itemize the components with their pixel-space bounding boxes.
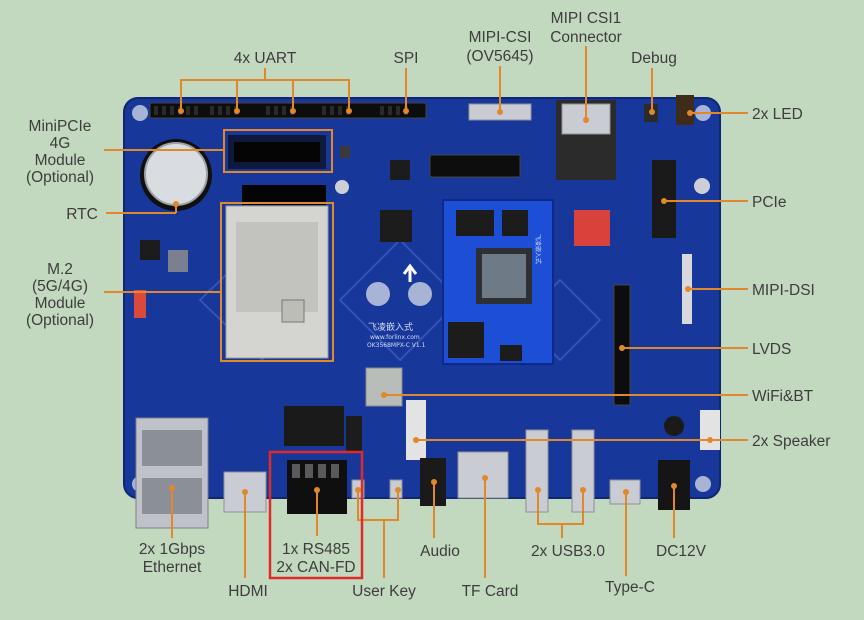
label-m2: M.2 [47,261,73,278]
minipcie-slot [228,135,326,169]
capacitor [335,180,349,194]
dip-switch [574,210,610,246]
label-mipi-csi1-sub: Connector [550,29,622,46]
label-mipi-csi-sub: (OV5645) [466,48,533,65]
label-tf-card: TF Card [462,583,519,600]
uart-spi-header [150,103,426,118]
label-rs485: 1x RS485 [282,541,350,558]
label-minipcie-optional: (Optional) [26,169,94,186]
label-mipi-csi: MIPI-CSI [469,29,532,46]
label-m2-5g: (5G/4G) [32,278,88,295]
led-module [676,95,694,125]
tf-card-slot [458,452,508,498]
label-can-fd: 2x CAN-FD [276,559,355,576]
capacitor [664,416,684,436]
label-audio: Audio [420,543,460,560]
capacitor [694,178,710,194]
chip [390,160,410,180]
chip [346,416,362,452]
label-spi: SPI [394,50,419,67]
speaker-connector [700,410,720,450]
label-minipcie: MiniPCIe [29,118,92,135]
dip-switch [134,290,146,318]
label-ethernet-sub: Ethernet [143,559,202,576]
label-type-c: Type-C [605,579,655,596]
chip [380,210,412,242]
mounting-hole [695,476,711,492]
chip-array [284,406,344,446]
board-site: www.forlinx.com [370,334,420,341]
label-hdmi: HDMI [228,583,268,600]
label-pcie: PCIe [752,194,786,211]
label-dc12v: DC12V [656,543,707,560]
label-user-key: User Key [352,583,416,600]
board-brand: 飞凌嵌入式 [368,321,413,333]
chip [140,240,160,260]
label-lvds: LVDS [752,341,791,358]
label-debug: Debug [631,50,677,67]
label-rtc: RTC [66,206,98,223]
board-model: OK3568MPX-C V1.1 [367,342,426,349]
m2-module [226,185,328,358]
mounting-hole [132,105,148,121]
label-minipcie-4g: 4G [50,135,71,152]
label-m2-module: Module [35,295,86,312]
label-minipcie-module: Module [35,152,86,169]
wifi-module [366,368,402,406]
label-uart: 4x UART [234,50,297,67]
label-speaker: 2x Speaker [752,433,830,450]
label-usb3: 2x USB3.0 [531,543,605,560]
header [430,155,520,177]
label-mipi-csi1: MIPI CSI1 [551,10,622,27]
som-core-board: 飞凌嵌入式 [443,200,553,364]
label-m2-optional: (Optional) [26,312,94,329]
som-silkscreen: 飞凌嵌入式 [534,234,542,264]
label-wifi-bt: WiFi&BT [752,388,814,405]
speaker-connector [406,400,426,460]
label-led: 2x LED [752,106,803,123]
label-mipi-dsi: MIPI-DSI [752,282,815,299]
label-ethernet: 2x 1Gbps [139,541,206,558]
inductor [168,250,188,272]
